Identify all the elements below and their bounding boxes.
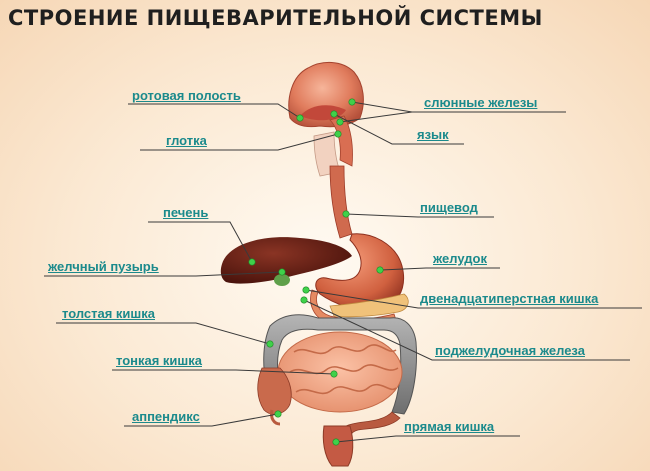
- dot-oral-cavity: [296, 114, 304, 122]
- appendix-shape: [270, 409, 281, 426]
- label-pancreas: поджелудочная железа: [435, 343, 585, 358]
- leader-oral-cavity: [128, 103, 301, 119]
- dot-duodenum: [302, 286, 310, 294]
- pharynx-shape: [329, 115, 353, 167]
- label-small-intestine: тонкая кишка: [116, 353, 202, 368]
- dot-liver: [248, 258, 256, 266]
- dot-pancreas: [300, 296, 308, 304]
- leader-stomach: [379, 267, 500, 271]
- leader-liver: [148, 221, 253, 263]
- rectum-shape: [322, 425, 354, 467]
- stomach-shape: [315, 233, 404, 311]
- label-oral-cavity: ротовая полость: [132, 88, 241, 103]
- leader-pancreas: [303, 299, 630, 361]
- head-section: [288, 62, 364, 177]
- label-tongue: язык: [417, 127, 449, 142]
- label-esophagus: пищевод: [420, 200, 478, 215]
- leader-esophagus: [345, 213, 494, 218]
- page-title: СТРОЕНИЕ ПИЩЕВАРИТЕЛЬНОЙ СИСТЕМЫ: [8, 6, 543, 30]
- dot-rectum: [332, 438, 340, 446]
- label-pharynx: глотка: [166, 133, 207, 148]
- dot-esophagus: [342, 210, 350, 218]
- dot-pharynx: [334, 130, 342, 138]
- leader-small-intestine: [112, 369, 335, 375]
- dot-small-intestine: [330, 370, 338, 378]
- dot-gallbladder: [278, 268, 286, 276]
- liver-shape: [220, 237, 352, 284]
- leader-gallbladder: [44, 271, 283, 277]
- label-liver: печень: [163, 205, 209, 220]
- leader-large-intestine: [56, 322, 271, 345]
- dot-salivary-1: [348, 98, 356, 106]
- leader-pharynx: [140, 133, 339, 151]
- label-salivary-glands: слюнные железы: [424, 95, 538, 110]
- leader-duodenum: [305, 289, 642, 309]
- label-rectum: прямая кишка: [404, 419, 495, 434]
- leader-salivary-glands: [339, 101, 566, 123]
- gallbladder-shape: [274, 274, 290, 286]
- large-intestine-shape: [263, 314, 417, 415]
- label-appendix: аппендикс: [132, 409, 200, 424]
- dot-appendix: [274, 410, 282, 418]
- dot-stomach: [376, 266, 384, 274]
- esophagus-shape: [329, 165, 353, 239]
- leader-appendix: [124, 413, 279, 427]
- label-stomach: желудок: [433, 251, 487, 266]
- label-duodenum: двенадцатиперстная кишка: [420, 291, 599, 306]
- label-gallbladder: желчный пузырь: [48, 259, 159, 274]
- dot-large-intestine: [266, 340, 274, 348]
- dot-salivary-2: [336, 118, 344, 126]
- label-large-intestine: толстая кишка: [62, 306, 155, 321]
- leader-rectum: [335, 435, 520, 443]
- dot-tongue: [330, 110, 338, 118]
- leader-tongue: [333, 113, 464, 145]
